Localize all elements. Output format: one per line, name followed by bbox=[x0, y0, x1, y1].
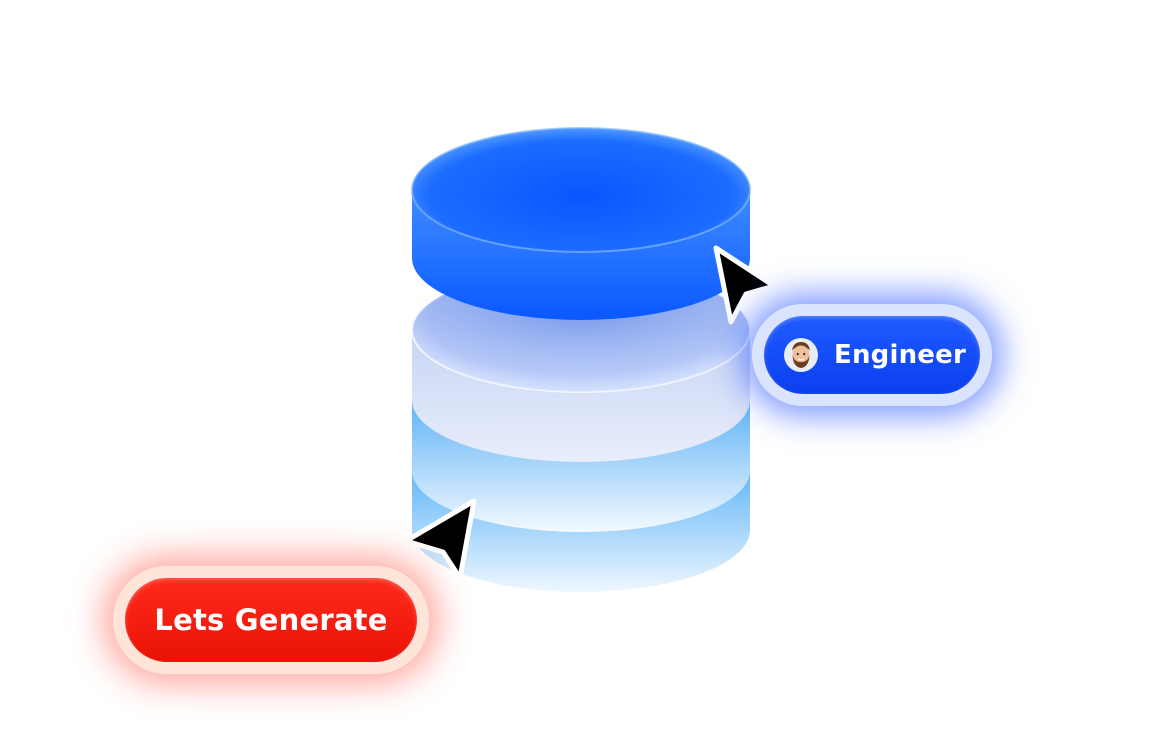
cursor-arrow-icon bbox=[403, 498, 477, 581]
lets-generate-button[interactable]: Lets Generate bbox=[113, 566, 429, 674]
db-top-face bbox=[412, 128, 750, 252]
engineer-badge: Engineer bbox=[752, 304, 992, 406]
engineer-badge-inner: Engineer bbox=[764, 316, 980, 394]
engineer-label: Engineer bbox=[834, 340, 966, 370]
lets-generate-label: Lets Generate bbox=[154, 602, 388, 637]
lets-generate-button-inner[interactable]: Lets Generate bbox=[125, 578, 417, 662]
cursor-arrow-icon bbox=[713, 245, 777, 325]
avatar-icon bbox=[784, 338, 818, 372]
